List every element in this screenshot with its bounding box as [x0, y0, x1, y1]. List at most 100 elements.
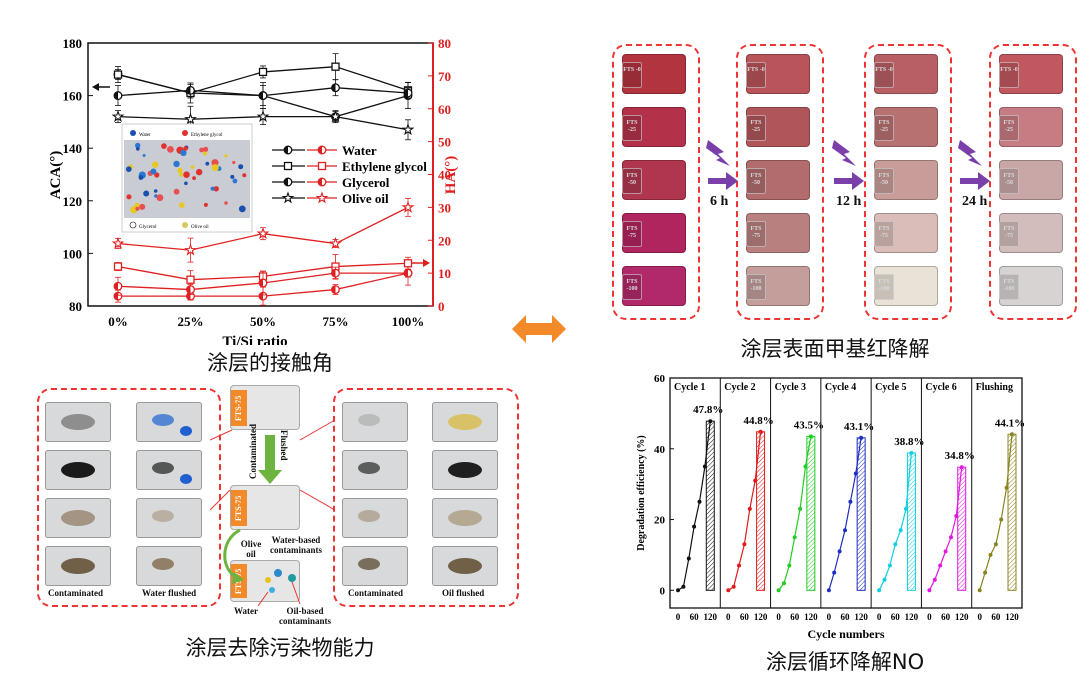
droplet: [224, 201, 228, 205]
contaminant-stain: [358, 462, 380, 474]
right-tick-label: 60: [438, 102, 451, 117]
data-point: [927, 588, 932, 593]
data-point: [676, 588, 680, 593]
contaminant-stain: [61, 510, 95, 526]
sample-tag: FTS -25: [874, 115, 894, 141]
lightning-icon: [706, 140, 730, 166]
contaminant-photo: [342, 450, 408, 490]
sample-tag: FTS -50: [746, 168, 766, 194]
droplet: [230, 174, 235, 179]
data-point-fill: [318, 178, 322, 186]
data-point: [329, 236, 342, 249]
x-tick-label: 75%: [323, 314, 349, 329]
label-contaminated-vertical: Contaminated: [248, 424, 258, 480]
data-point: [686, 556, 691, 561]
data-point: [776, 588, 781, 593]
right-tick-label: 10: [438, 266, 451, 281]
right-tick-label: 20: [438, 233, 451, 248]
time-label: 6 h: [710, 194, 729, 209]
x-tick-label: 120: [905, 612, 919, 622]
data-point: [782, 581, 786, 586]
left-tick-label: 160: [63, 89, 83, 104]
droplet: [173, 160, 180, 168]
data-point-fill: [114, 292, 118, 300]
x-tick-label: 0: [776, 612, 781, 622]
droplet: [232, 178, 238, 184]
sample-tag: FTS -75: [622, 221, 642, 247]
data-point: [283, 161, 293, 171]
label-olive-oil: Olive oil: [240, 539, 262, 559]
contaminant-stain: [61, 558, 95, 574]
contaminant-stain: [448, 462, 482, 478]
series-line: [778, 436, 812, 591]
cycle-label: Cycle 6: [925, 382, 956, 393]
droplet: [224, 154, 228, 158]
sample-tag: FTS -100: [999, 274, 1019, 300]
data-point-fill: [259, 292, 263, 300]
contaminant-stain: [152, 510, 174, 522]
series-olive-oil: [111, 105, 415, 141]
methyl-red-swatch: FTS -75: [874, 213, 938, 253]
methyl-red-swatch: FTS -50: [999, 160, 1063, 200]
contaminant-stain: [152, 414, 174, 426]
uv-light-arrow-icon: [958, 140, 990, 190]
droplet: [184, 181, 188, 186]
final-value-label: 44.1%: [995, 417, 1025, 429]
data-point: [949, 535, 953, 540]
left-tick-label: 100: [63, 246, 83, 261]
contaminated-photo-panel-left: [37, 388, 221, 607]
droplet: [179, 172, 184, 177]
data-point: [702, 464, 707, 469]
final-value-label: 44.8%: [743, 415, 773, 427]
inset-photo-bg: [124, 140, 250, 218]
series-line: [979, 434, 1013, 591]
x-tick-label: 60: [690, 612, 700, 622]
cycle-label: Cycle 1: [674, 382, 705, 393]
droplet: [183, 171, 190, 178]
x-tick-label: 0: [927, 612, 932, 622]
cycle-label: Flushing: [976, 382, 1013, 393]
data-point: [887, 563, 892, 568]
final-bar: [856, 437, 866, 591]
series-line: [828, 437, 862, 591]
data-point-fill: [404, 269, 408, 277]
inset-legend-label: Water: [139, 133, 151, 138]
data-point: [792, 535, 797, 540]
right-axis-arrow-head: [423, 259, 430, 267]
data-point: [731, 584, 736, 589]
data-point: [993, 542, 998, 547]
x-tick-label: 50%: [250, 314, 276, 329]
droplet: [242, 173, 247, 178]
right-axis-title: HA(°): [443, 156, 459, 195]
x-tick-label: 100%: [392, 314, 425, 329]
contaminant-stain: [61, 414, 95, 430]
methyl-red-swatch: FTS -25: [746, 107, 810, 147]
x-tick-label: 60: [941, 612, 951, 622]
data-point: [186, 275, 195, 284]
methyl-red-swatch: FTS -100: [874, 266, 938, 306]
droplet: [180, 149, 187, 156]
water-droplet: [180, 474, 192, 484]
contaminant-photo: [136, 498, 202, 538]
cycle-label: Cycle 3: [775, 382, 806, 393]
x-tick-label: 60: [841, 612, 851, 622]
label-water: Water: [234, 606, 258, 616]
series-glycerol: [113, 266, 413, 296]
droplet: [143, 190, 150, 197]
x-tick-label: 120: [704, 612, 718, 622]
left-tick-label: 180: [63, 36, 83, 51]
inset-legend-dot: [182, 222, 188, 228]
methyl-red-swatch: FTS -0: [999, 54, 1063, 94]
droplet: [150, 168, 157, 175]
inset-legend-label: Olive oil: [191, 225, 209, 230]
contaminant-stain: [358, 510, 380, 522]
data-point: [315, 191, 329, 204]
data-point: [256, 109, 270, 123]
contaminant-stain: [358, 414, 380, 426]
data-point: [317, 161, 327, 171]
plot-frame: [669, 377, 1023, 609]
